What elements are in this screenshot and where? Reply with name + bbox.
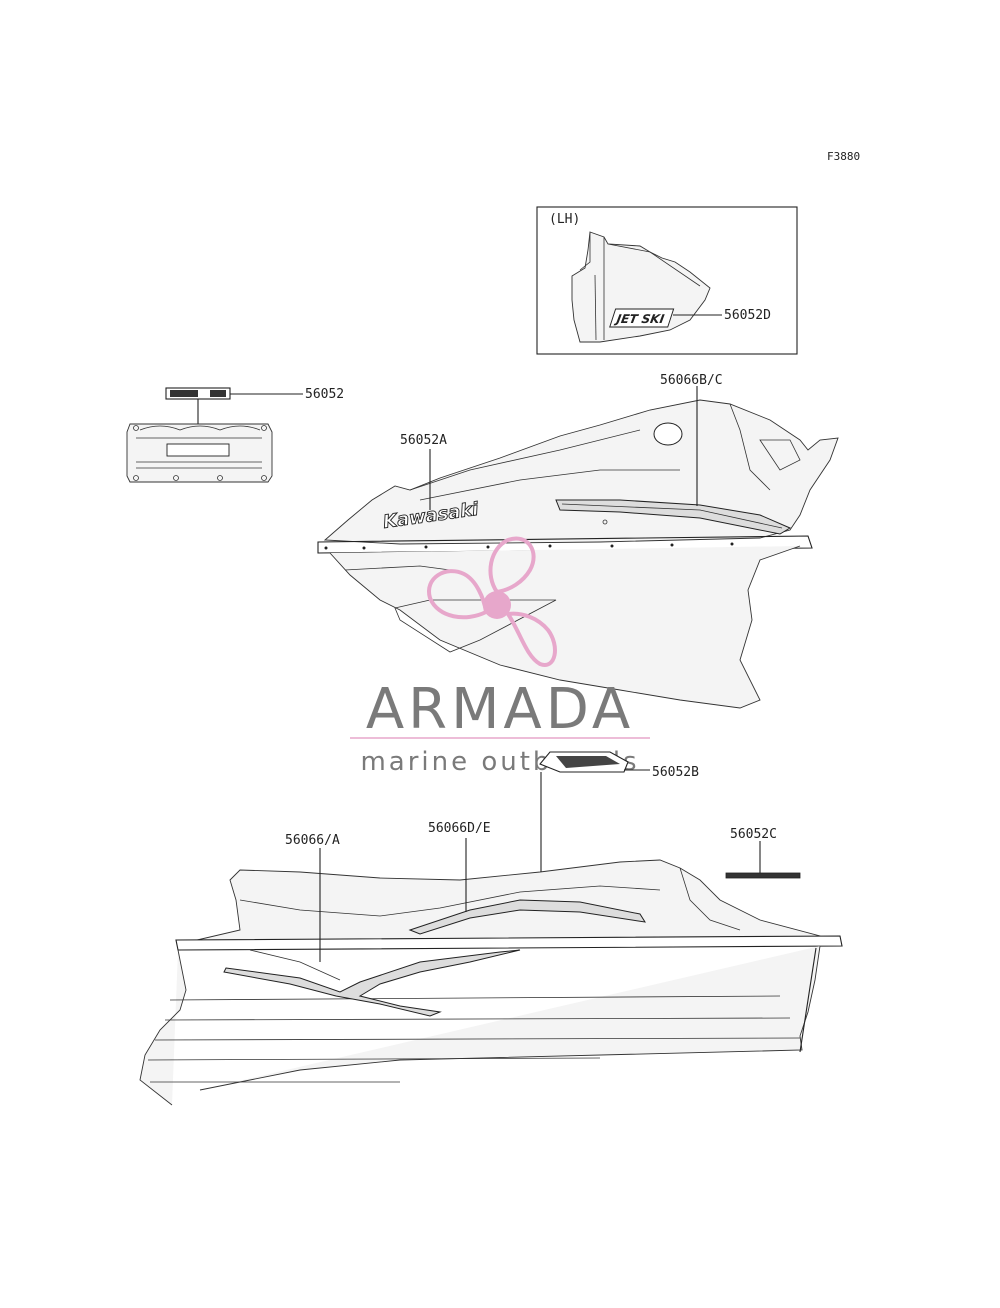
engine-cover-label-area [166,443,230,457]
bolt-icon [173,475,179,481]
lower-gunwale-rail [175,935,843,951]
rail-rivet [362,546,366,550]
decal-56052B-group: 56052B [539,751,699,890]
part-label-56052B: 56052B [652,765,699,780]
bolt-icon [261,475,267,481]
decal-56052B-mark [556,756,620,768]
rail-rivet [424,545,428,549]
propeller-blade [504,611,557,667]
jet-ski-decal-outline [609,308,675,328]
inset-lh-view: (LH) JET SKI 56052D [536,206,798,355]
inset-hull-edge [579,232,591,271]
rail-rivet [670,543,674,547]
rail-rivet [324,546,328,550]
engine-cover-view: 56052 [126,387,344,483]
fuel-cap [653,422,683,446]
rail-rivet [548,544,552,548]
seat-contour [409,429,641,491]
part-label-56066DE: 56066D/E [428,821,491,836]
lower-deck-body [179,859,821,945]
rear-handle [759,439,801,471]
propeller-hub [483,591,511,619]
hull-contour [344,565,451,571]
decal-56052C [725,872,801,879]
part-label-56052D: 56052D [724,308,771,323]
transom-edge [799,947,817,1053]
jet-ski-decal-text: JET SKI [614,312,666,326]
hull-strake [164,1017,791,1021]
figure-id: F3880 [827,150,860,163]
propeller-logo-icon [427,536,557,667]
decal-56052-mark [210,390,226,397]
propeller-blade [427,569,489,620]
bolt-icon [217,475,223,481]
rear-deck-contour [729,403,771,491]
rail-rivet [730,542,734,546]
inset-hull-edge [607,243,701,287]
stripe-decal-line [561,503,783,529]
engine-cover-ridge [139,425,261,431]
inset-hull-edge [594,274,597,341]
hull-screw [602,519,608,525]
rail-rivet [486,545,490,549]
bolt-icon [133,475,139,481]
jet-ski-decal: JET SKI [609,308,675,328]
part-label-56052C: 56052C [730,827,777,842]
gunwale-rail [317,535,813,554]
hull-strake [154,1037,801,1041]
armada-watermark: ARMADA marine outboards [350,536,650,777]
hull-strake [147,1057,601,1061]
part-label-56052: 56052 [305,387,344,402]
propeller-blade [488,536,536,595]
upper-hull-view: Kawasaki 56052A 56066B/C [317,373,839,709]
lower-deck-contour [679,867,741,931]
bolt-icon [133,425,139,431]
part-label-56066BC: 56066B/C [660,373,723,388]
watermark-title: ARMADA [366,677,634,742]
lower-deck-contour [239,885,661,917]
part-label-56052A: 56052A [400,433,447,448]
inset-label: (LH) [549,212,580,227]
part-label-56066A: 56066/A [285,833,340,848]
lower-hull-view: 56066/A 56066D/E 56052C [139,821,843,1106]
stripe-decal-56066A [223,949,521,1017]
bolt-icon [261,425,267,431]
stripe-decal-56066DE [408,899,647,935]
stripe-decal-56066BC [555,499,792,535]
rail-rivet [610,544,614,548]
seat-contour [419,469,680,501]
decal-56052-mark [170,390,198,397]
stripe-decal-line [249,949,341,981]
upper-lower-hull [329,545,801,709]
hull-strake [169,995,781,1001]
